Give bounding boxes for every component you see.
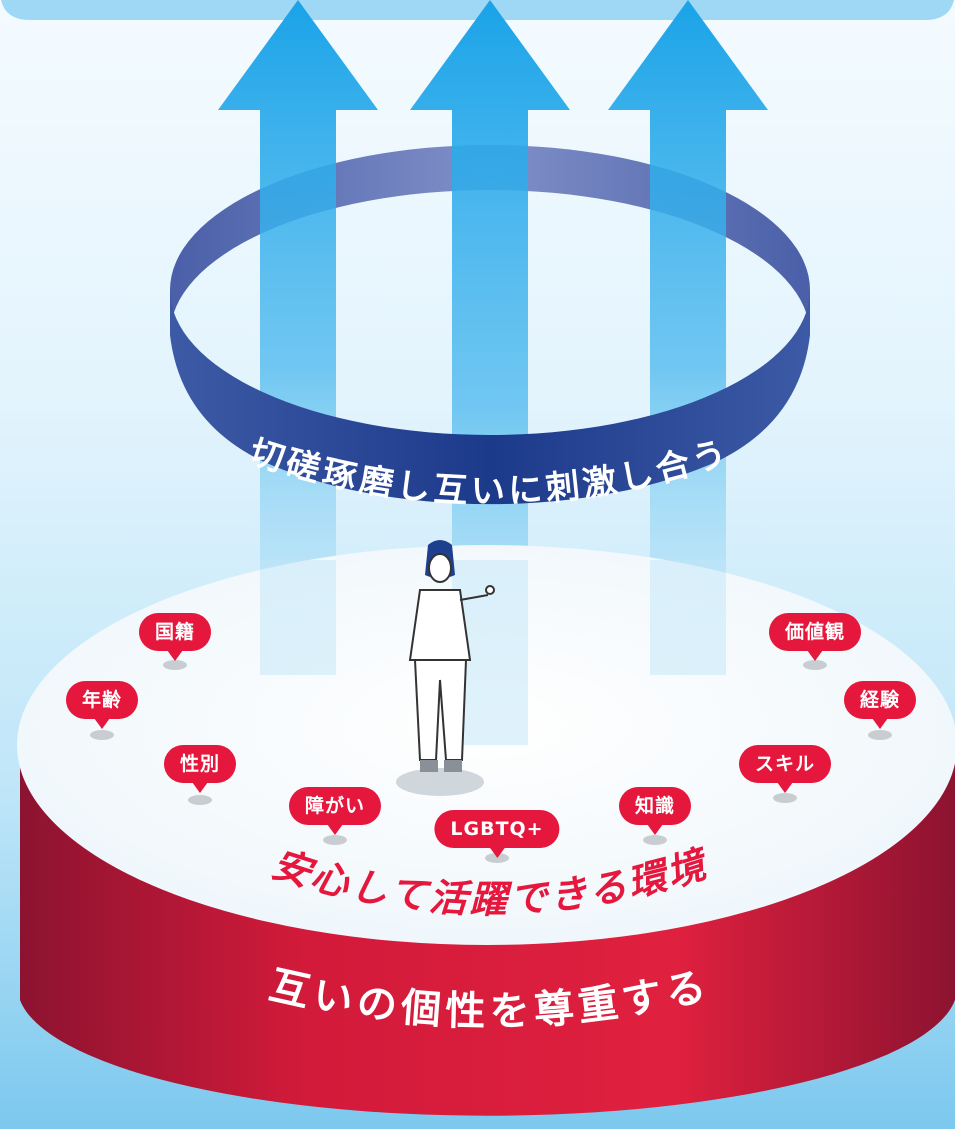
top-banner [0, 0, 955, 20]
tag-nationality: 国籍 [138, 613, 212, 661]
tag-knowledge: 知識 [618, 787, 692, 835]
arrow-right [608, 0, 768, 675]
tag-experience: 経験 [843, 681, 917, 729]
tag-age: 年齢 [65, 681, 139, 729]
tag-values: 価値観 [768, 613, 862, 661]
tag-disability: 障がい [288, 787, 382, 835]
ring-front [170, 290, 810, 505]
arrow-left [218, 0, 378, 675]
growth-arrows [218, 0, 768, 745]
person-figure [396, 540, 495, 796]
arrow-center [410, 0, 570, 745]
tag-lgbtq: LGBTQ+ [434, 810, 560, 858]
tag-gender: 性別 [163, 745, 237, 793]
tag-skill: スキル [738, 745, 832, 793]
